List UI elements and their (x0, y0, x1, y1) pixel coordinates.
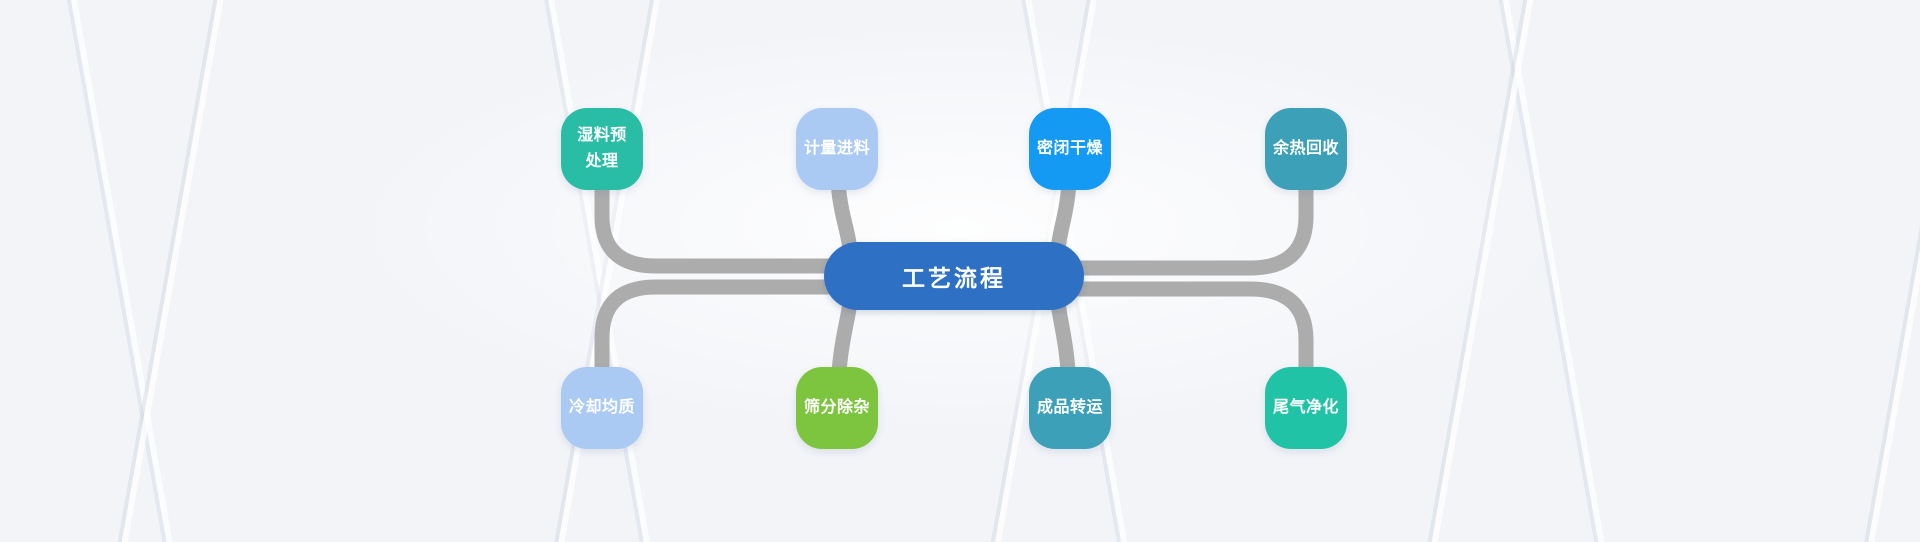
center-node-process-flow: 工艺流程 (824, 242, 1084, 310)
branch-node-waste-heat-recovery: 余热回收 (1265, 108, 1347, 190)
branch-node-wet-material-pretreatment: 湿料预 处理 (561, 108, 643, 190)
branch-node-sealed-drying: 密闭干燥 (1029, 108, 1111, 190)
branch-node-tail-gas-purification: 尾气净化 (1265, 367, 1347, 449)
branch-node-screening-impurity-removal: 筛分除杂 (796, 367, 878, 449)
connector-wet-material-pretreatment (594, 150, 870, 274)
connector-cooling-homogenization (594, 279, 870, 430)
branch-node-product-transfer: 成品转运 (1029, 367, 1111, 449)
branch-node-metered-feeding: 计量进料 (796, 108, 878, 190)
branch-node-cooling-homogenization: 冷却均质 (561, 367, 643, 449)
connector-waste-heat-recovery (1040, 150, 1314, 276)
connector-tail-gas-purification (1040, 281, 1314, 430)
